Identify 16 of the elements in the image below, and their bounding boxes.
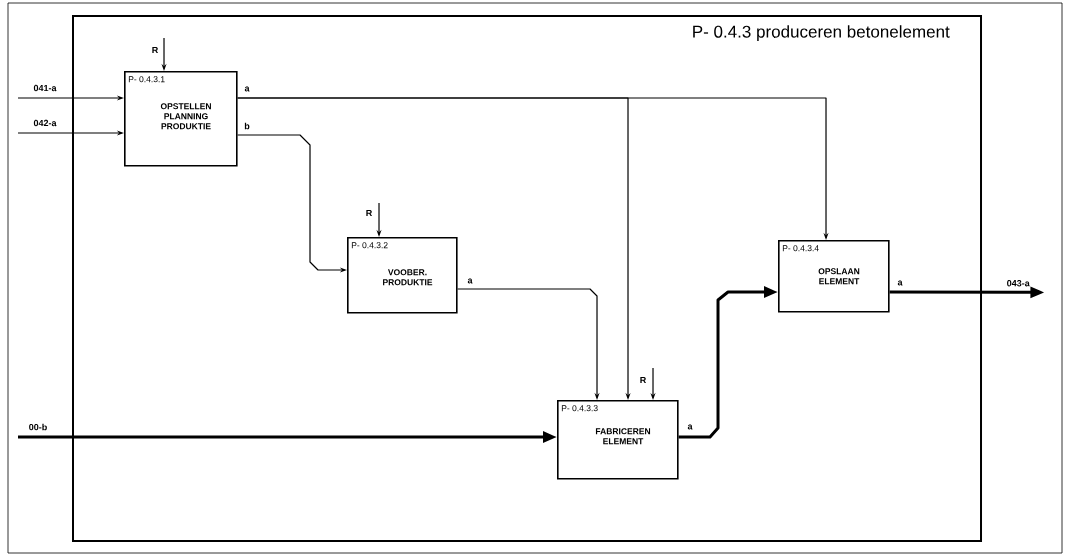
edge-label: a (686, 423, 694, 431)
edge-label: 00-b (27, 422, 49, 432)
edge-label: a (243, 85, 251, 93)
edge-label: a (466, 277, 474, 285)
flow-label: 043-a (1007, 280, 1030, 287)
edge-label: R (364, 208, 374, 218)
edge-label: 042-a (32, 118, 58, 128)
process-box: P- 0.4.3.2 VOOBER. PRODUKTIE (347, 237, 458, 314)
edge-label: b (243, 121, 251, 131)
edge-label: R (638, 375, 648, 385)
process-box: P- 0.4.3.1 OPSTELLEN PLANNING PRODUKTIE (124, 71, 238, 167)
edge-label: a (896, 279, 904, 287)
edge-label: R (150, 45, 160, 55)
process-box: P- 0.4.3.3 FABRICEREN ELEMENT (557, 400, 679, 480)
process-box: P- 0.4.3.4 OPSLAAN ELEMENT (778, 240, 890, 313)
edge-label: 041-a (32, 83, 58, 93)
